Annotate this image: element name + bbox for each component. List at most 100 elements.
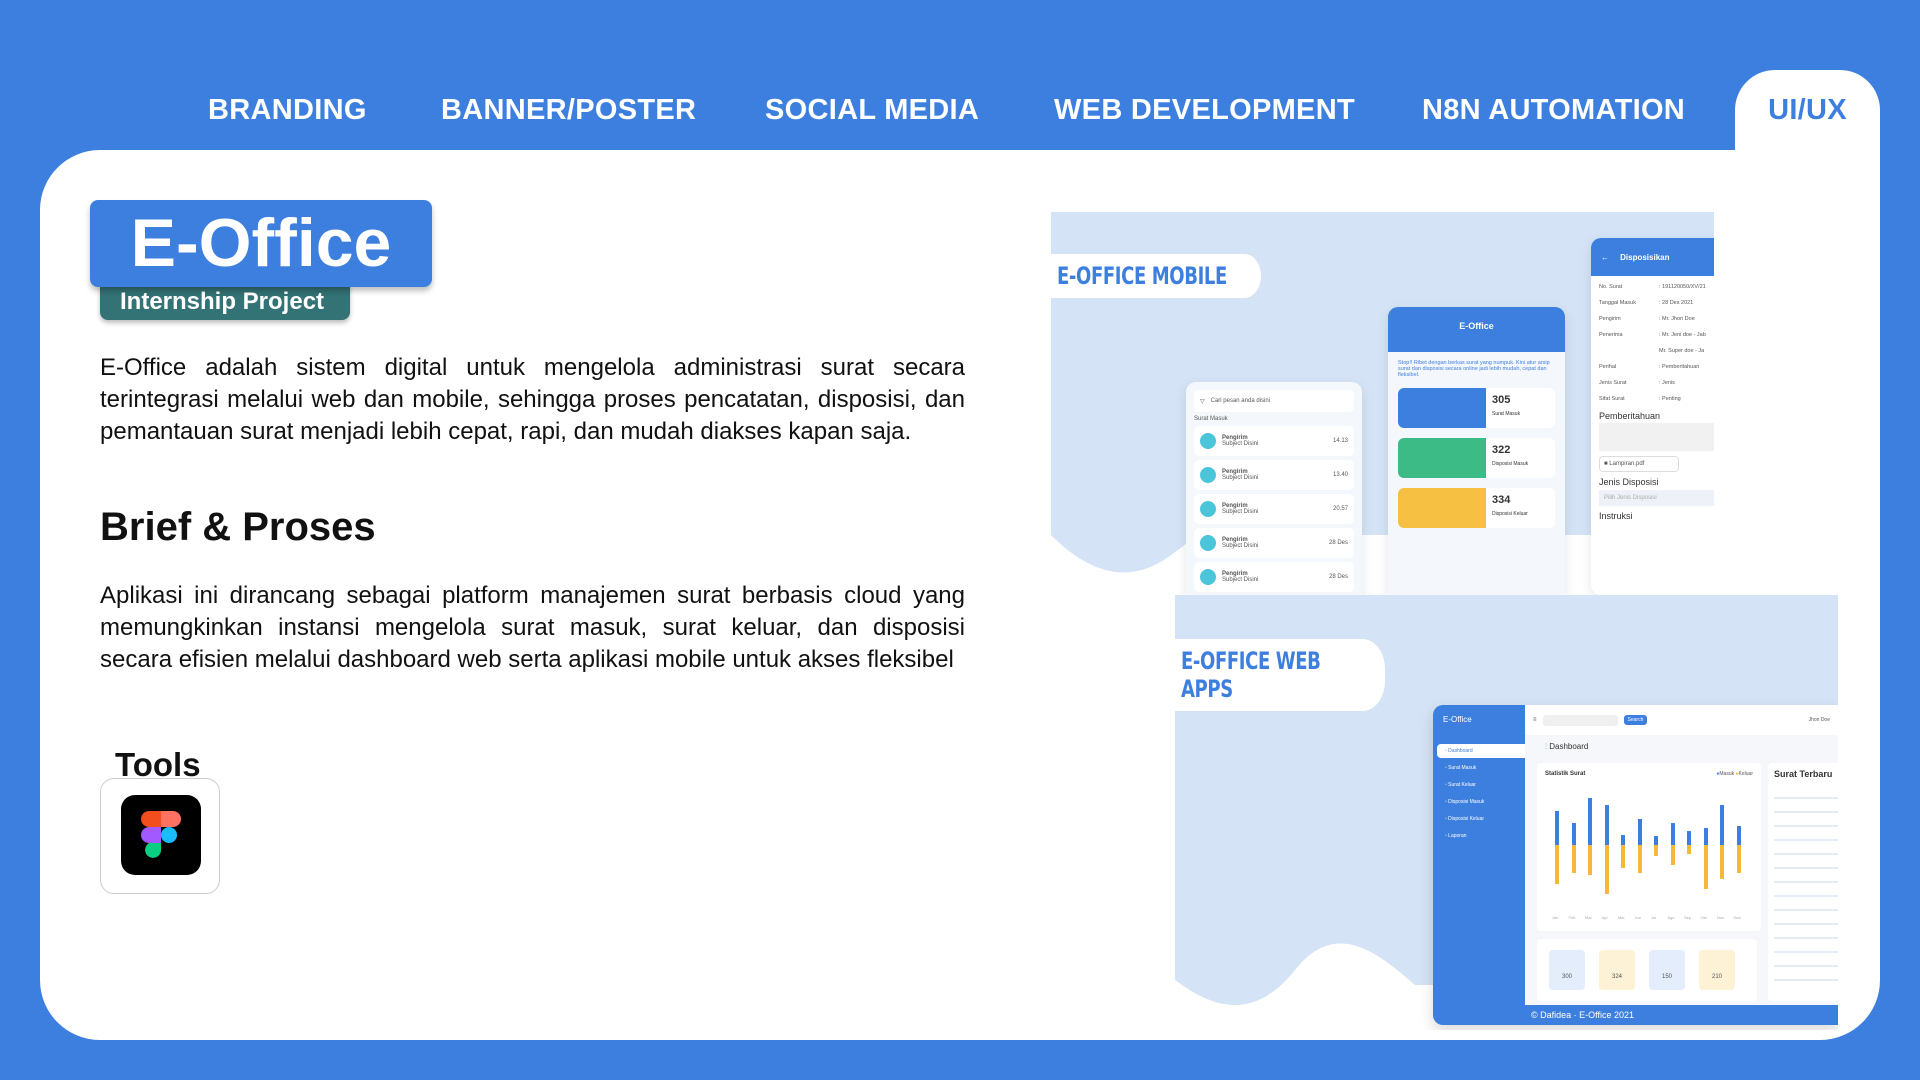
recent-letters: Surat Terbaru [1768,763,1838,1001]
figma-icon [121,795,201,875]
summary-value: 210 [1711,974,1722,980]
stat-label: Disposisi Masuk [1492,461,1529,467]
bar-masuk [1670,822,1675,845]
sidebar-item[interactable]: ▫ Laporan [1445,833,1467,839]
top-bar: ≡ Search Jhon Doe [1525,705,1838,735]
menu-icon[interactable]: ≡ [1533,717,1537,723]
bar-masuk [1604,805,1609,845]
summary-box[interactable]: 324 [1599,950,1635,990]
sidebar-item-label: Surat Keluar [1448,782,1476,788]
sidebar-item[interactable]: ▫ Surat Keluar [1445,782,1476,788]
dashboard-window: E-Office ▫ Dashboard ▫ Surat Masuk ▫ Surat… [1433,705,1838,1025]
month-label: Feb [1568,915,1576,920]
user-name[interactable]: Jhon Doe [1808,717,1830,723]
section-label: Surat Masuk [1194,416,1228,422]
sidebar-item[interactable]: ▫ Dashboard [1437,744,1525,758]
stat-illustration [1398,488,1486,528]
field-value: : Mr. Jhon Doe [1659,316,1695,322]
attachment[interactable]: ■ Lampiran.pdf [1599,456,1679,472]
field-key: Tanggal Masuk [1599,300,1636,306]
subject: Subject Disini [1222,441,1259,447]
mobile-mockup-image: E-OFFICE MOBILE ▽Cari pesan anda disini … [1051,212,1714,595]
brand: E-Office [1443,715,1472,724]
stat-value: 334 [1492,494,1511,506]
tab-n8n-automation[interactable]: N8N AUTOMATION [1422,94,1686,126]
sidebar-item[interactable]: ▫ Disposisi Keluar [1445,816,1485,822]
subject: Subject Disini [1222,543,1259,549]
bar-masuk [1621,835,1625,845]
footer: © Dafidea · E-Office 2021 [1525,1005,1838,1025]
project-subtitle-badge: Internship Project [100,282,350,320]
bar-keluar [1588,845,1592,875]
stat-label: Disposisi Keluar [1492,511,1528,517]
search-input[interactable] [1542,714,1618,726]
detail-field: Penerima: Mr. Jeni doe - Jab [1599,327,1714,343]
month-label: Jul [1651,915,1657,920]
search-button[interactable]: Search [1623,715,1648,725]
subject: Subject Disini [1222,475,1259,481]
bar-keluar [1654,845,1658,857]
page-title-text: Dashboard [1549,742,1589,751]
sidebar-item-label: Surat Masuk [1448,765,1477,771]
time: 28 Des [1328,574,1348,580]
field-value: : 28 Des 2021 [1659,300,1694,306]
avatar [1200,501,1216,517]
project-description: E-Office adalah sistem digital untuk men… [100,354,965,445]
back-arrow-icon[interactable]: ← [1601,253,1609,262]
sender: Pengirim [1222,435,1248,441]
mobile-label: E-OFFICE MOBILE [1051,254,1261,298]
tab-branding[interactable]: BRANDING [208,94,367,126]
sender: Pengirim [1222,503,1248,509]
field-value: : Jenis [1659,380,1675,386]
avatar [1200,535,1216,551]
time: 28 Des [1328,540,1348,546]
web-mockup-image: E-OFFICE WEB APPS E-Office ▫ Dashboard▫ … [1175,595,1838,1030]
summary-box[interactable]: 150 [1649,950,1685,990]
inbox-screen: ▽Cari pesan anda disini Surat Masuk Peng… [1186,382,1362,595]
bar-masuk [1736,826,1741,845]
field-value: : Mr. Jeni doe - Jab [1659,332,1706,338]
sidebar-item-label: Dashboard [1448,748,1473,754]
summary-box[interactable]: 300 [1549,950,1585,990]
subject: Subject Disini [1222,577,1259,583]
tab-social-media[interactable]: SOCIAL MEDIA [765,94,980,126]
avatar [1200,467,1216,483]
tab-web-development[interactable]: WEB DEVELOPMENT [1054,94,1355,126]
bar-masuk [1687,831,1691,845]
tab-ui-ux[interactable]: UI/UX [1735,70,1880,160]
disposisi-label: Jenis Disposisi [1599,477,1659,487]
stat-illustration [1398,438,1486,478]
tab-banner-poster[interactable]: BANNER/POSTER [441,94,697,126]
bar-masuk [1588,797,1592,845]
subject: Subject Disini [1222,509,1259,515]
bar-keluar [1720,845,1724,879]
dashboard-sidebar: E-Office ▫ Dashboard ▫ Surat Masuk ▫ Surat… [1433,705,1525,1025]
detail-field: Pengirim: Mr. Jhon Doe [1599,311,1714,327]
sidebar-item[interactable]: ▫ Disposisi Masuk [1445,799,1485,805]
month-label: Des [1733,915,1741,920]
month-label: Apr [1601,915,1608,920]
month-label: Jun [1634,915,1641,920]
app-title: E-Office [1388,307,1565,352]
summary-box[interactable]: 210 [1699,950,1735,990]
summary-value: 324 [1611,974,1622,980]
sidebar-item[interactable]: ▫ Surat Masuk [1445,765,1477,771]
disposisi-select[interactable]: Pilih Jenis Disposisi [1599,490,1714,506]
summary-panel: 300 324 150 210 [1537,939,1757,1001]
bar-masuk [1571,822,1576,845]
detail-field: Mr. Super doe - Ja [1599,343,1714,359]
tool-figma [100,778,220,894]
field-key: Sifat Surat [1599,396,1625,402]
bar-keluar [1604,845,1609,894]
legend-masuk: Masuk [1719,771,1735,777]
instruksi-label: Instruksi [1599,511,1633,521]
